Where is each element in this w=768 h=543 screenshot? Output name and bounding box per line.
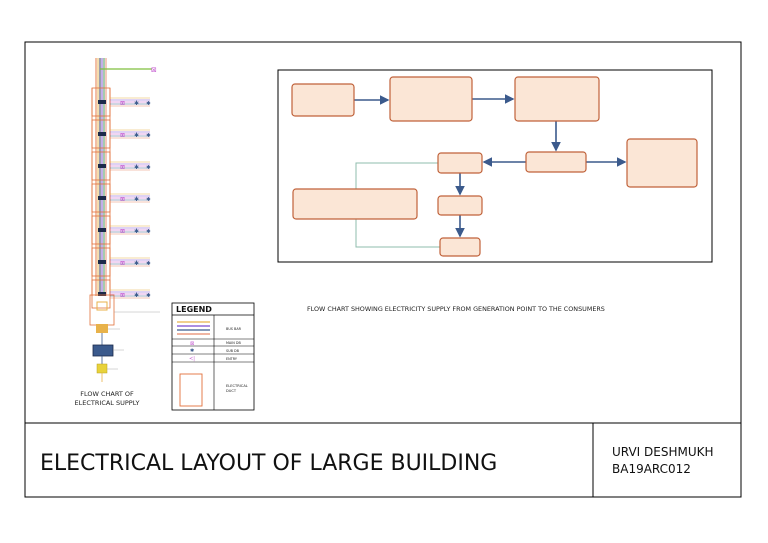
floor-main-db-icon: ⊠ xyxy=(120,196,125,203)
node-box xyxy=(439,237,481,257)
node-box xyxy=(626,138,698,188)
floor-sub-db-icon: ✱ xyxy=(146,260,151,267)
legend-duct: ELECTRICAL xyxy=(226,384,248,388)
node-step-down xyxy=(514,76,600,122)
legend-busbar: BUS BAR xyxy=(226,327,242,331)
entry-icon: ⊠ xyxy=(151,66,157,74)
riser-floor: ⊠ ✱ ✱ xyxy=(91,279,151,309)
main-db-symbol: ⊠ xyxy=(190,341,194,347)
node-box xyxy=(525,151,587,173)
riser-diagram: ⊠ ⊠ ✱ ✱ ⊠ ✱ ✱ ⊠ ✱ ✱ ⊠ ✱ ✱ ⊠ ✱ ✱ ⊠ ✱ ✱ ⊠ ✱ ✱ xyxy=(89,58,160,382)
ccu-to-switch-line xyxy=(355,219,440,248)
floor-sub-db-icon: ✱ xyxy=(134,132,139,139)
legend-entry: ENTRY xyxy=(226,357,238,361)
floor-main-db-icon: ⊠ xyxy=(120,260,125,267)
node-fuse xyxy=(437,195,483,216)
node-step-up xyxy=(389,76,473,122)
flowchart xyxy=(291,76,698,257)
node-switch xyxy=(439,237,481,257)
duct-symbol xyxy=(179,373,203,407)
riser-floor: ⊠ ✱ ✱ xyxy=(91,119,151,149)
floor-sub-db-icon: ✱ xyxy=(146,164,151,171)
node-ccu xyxy=(292,188,418,220)
floor-sub-db-icon: ✱ xyxy=(134,100,139,107)
ground-busbar-box xyxy=(96,301,108,311)
node-bulk xyxy=(626,138,698,188)
node-box xyxy=(389,76,473,122)
transformer xyxy=(92,344,114,357)
node-substation xyxy=(525,151,587,173)
entry-symbol: ≺| xyxy=(189,356,195,362)
floor-main-db-icon: ⊠ xyxy=(120,164,125,171)
floor-db xyxy=(98,292,106,296)
floor-sub-db-icon: ✱ xyxy=(134,164,139,171)
svg-text:DUCT: DUCT xyxy=(226,389,237,393)
riser-floor: ⊠ ✱ ✱ xyxy=(91,151,151,181)
author-id: BA19ARC012 xyxy=(612,462,691,476)
floor-sub-db-icon: ✱ xyxy=(146,196,151,203)
floor-db xyxy=(98,196,106,200)
meter-box xyxy=(96,363,108,374)
legend-box xyxy=(171,302,255,411)
floor-sub-db-icon: ✱ xyxy=(134,196,139,203)
floor-sub-db-icon: ✱ xyxy=(146,292,151,299)
node-box xyxy=(514,76,600,122)
drawing-title: ELECTRICAL LAYOUT OF LARGE BUILDING xyxy=(40,451,497,476)
legend-main-db: MAIN DB xyxy=(226,341,241,345)
floor-sub-db-icon: ✱ xyxy=(146,228,151,235)
riser-caption-1: FLOW CHART OF xyxy=(80,390,134,398)
floor-main-db-icon: ⊠ xyxy=(120,292,125,299)
floor-sub-db-icon: ✱ xyxy=(134,228,139,235)
floor-db xyxy=(98,132,106,136)
author-name: URVI DESHMUKH xyxy=(612,445,714,459)
floor-db xyxy=(98,100,106,104)
legend-sub-db: SUB DB xyxy=(226,349,240,353)
floor-sub-db-icon: ✱ xyxy=(134,292,139,299)
floor-sub-db-icon: ✱ xyxy=(146,132,151,139)
riser-floor: ⊠ ✱ ✱ xyxy=(91,183,151,213)
floor-sub-db-icon: ✱ xyxy=(146,100,151,107)
floor-db xyxy=(98,260,106,264)
ccu-to-meter-line xyxy=(355,162,440,189)
node-meter xyxy=(437,152,483,174)
node-box xyxy=(437,152,483,174)
main-panel xyxy=(96,324,108,333)
legend-title: LEGEND xyxy=(176,305,212,314)
floor-main-db-icon: ⊠ xyxy=(120,132,125,139)
riser-caption-2: ELECTRICAL SUPPLY xyxy=(75,399,140,407)
node-box xyxy=(292,188,418,220)
sub-db-symbol: ✱ xyxy=(190,348,195,354)
riser-floor: ⊠ ✱ ✱ xyxy=(91,215,151,245)
floor-sub-db-icon: ✱ xyxy=(134,260,139,267)
floor-db xyxy=(98,164,106,168)
floor-main-db-icon: ⊠ xyxy=(120,100,125,107)
floor-db xyxy=(98,228,106,232)
node-box xyxy=(291,83,355,117)
riser-floor: ⊠ ✱ ✱ xyxy=(91,87,151,117)
floor-main-db-icon: ⊠ xyxy=(120,228,125,235)
riser-floor: ⊠ ✱ ✱ xyxy=(91,247,151,277)
legend: LEGEND BUS BAR ⊠ MAIN DB ✱ SUB DB ≺| ENT… xyxy=(171,302,255,411)
flowchart-caption: FLOW CHART SHOWING ELECTRICITY SUPPLY FR… xyxy=(307,305,605,313)
node-box xyxy=(437,195,483,216)
node-generation xyxy=(291,83,355,117)
sheet-border xyxy=(24,41,742,498)
